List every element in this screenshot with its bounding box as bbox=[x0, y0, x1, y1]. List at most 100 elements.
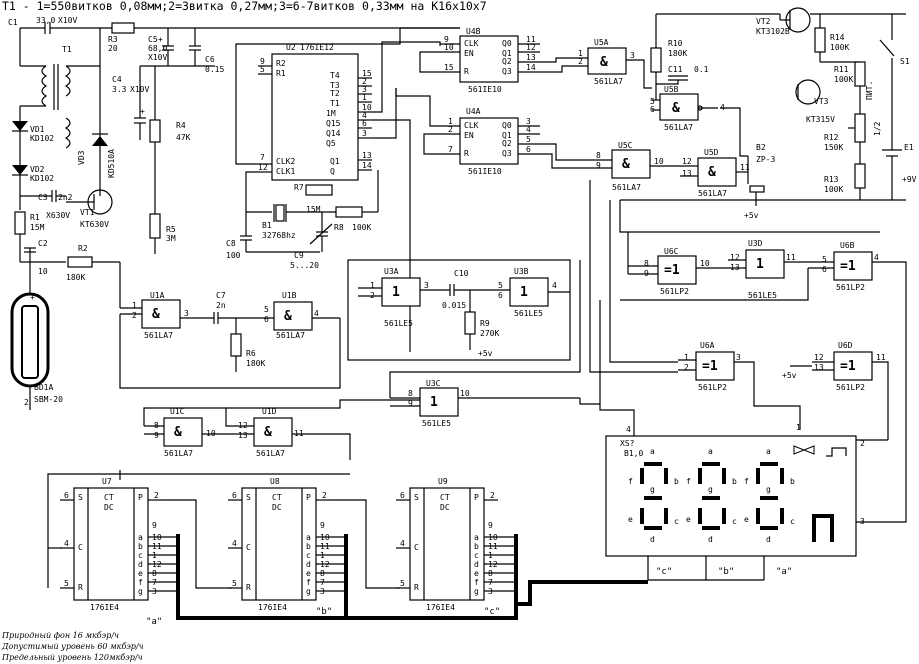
segment-label-c: c bbox=[674, 517, 679, 526]
svg-text:f: f bbox=[306, 578, 311, 587]
svg-text:g: g bbox=[306, 587, 311, 596]
r6-label: R6 bbox=[246, 349, 256, 358]
c5-label: C5 bbox=[148, 35, 158, 44]
svg-text:T4: T4 bbox=[330, 71, 340, 80]
svg-text:12: 12 bbox=[258, 163, 268, 172]
svg-text:Q1: Q1 bbox=[502, 49, 512, 58]
svg-text:&: & bbox=[622, 157, 630, 172]
note-natural-background: Природный фон 16 мкбэр/ч bbox=[2, 631, 119, 640]
r11-value: 100K bbox=[834, 75, 853, 84]
svg-text:e: e bbox=[306, 569, 311, 578]
svg-text:T1: T1 bbox=[330, 99, 340, 108]
svg-text:2: 2 bbox=[24, 398, 29, 407]
c2-value: 10 bbox=[38, 267, 48, 276]
svg-text:3: 3 bbox=[362, 85, 367, 94]
svg-text:S: S bbox=[414, 493, 419, 502]
svg-text:e: e bbox=[138, 569, 143, 578]
u5b-label: U5B bbox=[664, 85, 679, 94]
svg-text:15: 15 bbox=[444, 63, 454, 72]
svg-text:11: 11 bbox=[526, 35, 536, 44]
svg-text:2: 2 bbox=[154, 491, 159, 500]
svg-text:6: 6 bbox=[64, 491, 69, 500]
svg-text:6: 6 bbox=[822, 265, 827, 274]
vd3-label: VD3 bbox=[77, 150, 86, 165]
segment-f bbox=[640, 468, 644, 484]
vd2-label: VD2 bbox=[30, 165, 45, 174]
svg-text:R: R bbox=[464, 67, 469, 76]
svg-text:4: 4 bbox=[552, 281, 557, 290]
svg-text:3: 3 bbox=[362, 129, 367, 138]
segment-e bbox=[698, 508, 702, 524]
c2-label: C2 bbox=[38, 239, 48, 248]
svg-text:P: P bbox=[474, 493, 479, 502]
svg-text:13: 13 bbox=[814, 363, 824, 372]
u5d-value: 561LA7 bbox=[698, 189, 727, 198]
svg-text:=1: =1 bbox=[840, 259, 856, 274]
u1c-value: 561LA7 bbox=[164, 449, 193, 458]
svg-text:2: 2 bbox=[132, 311, 137, 320]
segment-a bbox=[702, 462, 720, 466]
r3-label: R3 bbox=[108, 35, 118, 44]
u1a-label: U1A bbox=[150, 291, 165, 300]
u1c-label: U1C bbox=[170, 407, 185, 416]
svg-text:Q2: Q2 bbox=[502, 139, 512, 148]
svg-text:=1: =1 bbox=[664, 263, 680, 278]
svg-text:Q14: Q14 bbox=[326, 129, 341, 138]
u1d-label: U1D bbox=[262, 407, 277, 416]
svg-text:CLK: CLK bbox=[464, 39, 479, 48]
xs-value: B1,0 bbox=[624, 449, 643, 458]
c4-label: C4 bbox=[112, 75, 122, 84]
svg-text:14: 14 bbox=[362, 161, 372, 170]
svg-text:4: 4 bbox=[526, 125, 531, 134]
segment-label-e: e bbox=[628, 515, 633, 524]
svg-text:R: R bbox=[414, 583, 419, 592]
svg-text:4: 4 bbox=[362, 111, 367, 120]
svg-text:9: 9 bbox=[488, 521, 493, 530]
svg-text:f: f bbox=[474, 578, 479, 587]
svg-text:1: 1 bbox=[520, 285, 528, 300]
svg-text:12: 12 bbox=[730, 253, 740, 262]
note-allowed-level: Допустимый уровень 60 мкбэр/ч bbox=[2, 642, 144, 651]
r1-label: R1 bbox=[30, 213, 40, 222]
svg-text:4: 4 bbox=[874, 253, 879, 262]
c4-value: 3.3 bbox=[112, 85, 127, 94]
u5d-label: U5D bbox=[704, 148, 719, 157]
u8-value: 176IE4 bbox=[258, 603, 287, 612]
svg-text:&: & bbox=[152, 307, 160, 322]
svg-text:2: 2 bbox=[362, 77, 367, 86]
r14-label: R14 bbox=[830, 33, 845, 42]
svg-text:Q3: Q3 bbox=[502, 149, 512, 158]
svg-text:1: 1 bbox=[362, 93, 367, 102]
svg-text:3: 3 bbox=[184, 309, 189, 318]
r8-label: R8 bbox=[334, 223, 344, 232]
u4a-label: U4A bbox=[466, 107, 481, 116]
svg-text:d: d bbox=[138, 560, 143, 569]
b1-label: B1 bbox=[262, 221, 272, 230]
svg-text:12: 12 bbox=[526, 43, 536, 52]
svg-text:9: 9 bbox=[152, 521, 157, 530]
svg-text:4: 4 bbox=[626, 425, 631, 434]
svg-text:&: & bbox=[264, 425, 272, 440]
svg-text:1: 1 bbox=[132, 301, 137, 310]
svg-text:CLK: CLK bbox=[464, 121, 479, 130]
b2-value: ZP-3 bbox=[756, 155, 775, 164]
svg-text:4: 4 bbox=[64, 539, 69, 548]
plus5v-r9: +5v bbox=[478, 349, 493, 358]
r5-value: 3M bbox=[166, 234, 176, 243]
segment-g bbox=[644, 496, 662, 500]
segment-a bbox=[644, 462, 662, 466]
svg-text:10: 10 bbox=[362, 103, 372, 112]
c8-value: 100 bbox=[226, 251, 241, 260]
svg-text:a: a bbox=[474, 533, 479, 542]
svg-text:5: 5 bbox=[822, 255, 827, 264]
segment-d bbox=[702, 526, 720, 530]
segment-label-f: f bbox=[628, 477, 633, 486]
svg-text:g: g bbox=[474, 587, 479, 596]
